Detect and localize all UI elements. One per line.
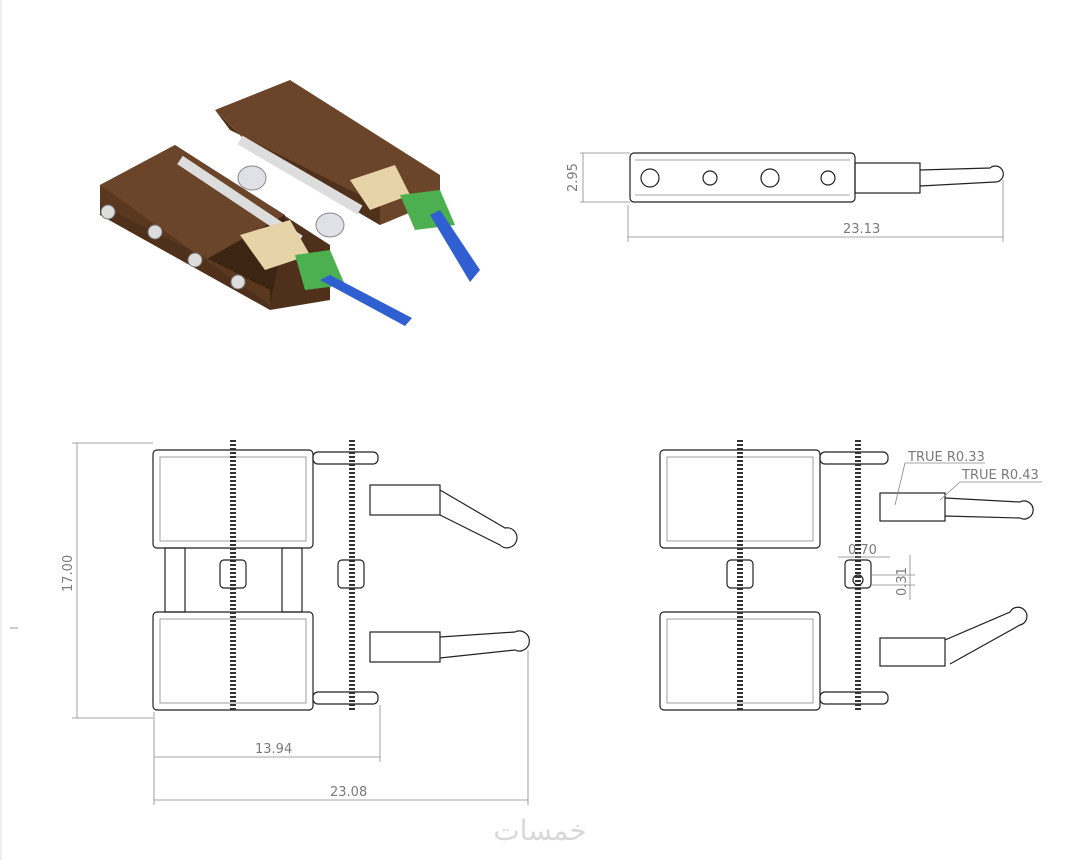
radius-callout-043: TRUE R0.43 bbox=[961, 468, 1039, 483]
top-view: 2.95 23.13 bbox=[566, 152, 1004, 242]
height-dimension: 17.00 bbox=[61, 555, 76, 592]
isometric-view bbox=[100, 80, 480, 326]
inner-width-dimension: 13.94 bbox=[255, 742, 292, 757]
overall-width-dimension: 23.08 bbox=[330, 785, 367, 800]
length-dimension: 23.13 bbox=[843, 222, 880, 237]
front-view-left: 17.00 13.94 23.08 bbox=[61, 440, 530, 805]
hole-height-dimension: 0.31 bbox=[895, 567, 910, 596]
front-view-right: TRUE R0.33 TRUE R0.43 0.70 0.31 bbox=[659, 440, 1042, 712]
radius-callout-033: TRUE R0.33 bbox=[907, 450, 985, 465]
height-dimension: 2.95 bbox=[566, 163, 581, 192]
hole-width-dimension: 0.70 bbox=[848, 543, 877, 558]
watermark-logo: خمسات bbox=[493, 814, 586, 847]
